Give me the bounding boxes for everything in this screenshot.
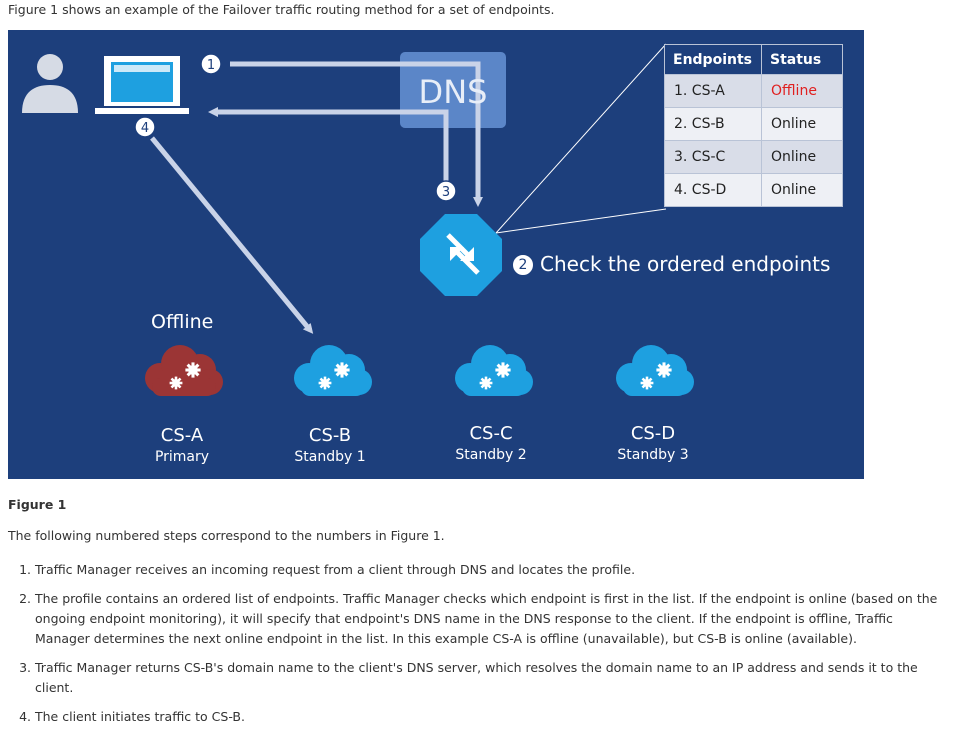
connector-line	[495, 43, 667, 234]
step-badge-2: 2	[512, 254, 534, 276]
endpoint-cell: 2. CS-B	[664, 107, 762, 141]
status-cell: Online	[761, 140, 843, 174]
cloud-cs-b	[294, 345, 372, 396]
dns-label: DNS	[419, 73, 488, 111]
service-role: Standby 3	[617, 447, 689, 463]
step-badge-4: 4	[134, 116, 156, 138]
table-row: 4. CS-D Online	[664, 173, 843, 207]
service-role: Standby 1	[294, 449, 366, 465]
step-badge-1: 1	[200, 53, 222, 75]
status-cell: Offline	[761, 74, 843, 108]
arrow-step-4	[150, 136, 314, 334]
endpoints-table: Endpoints Status 1. CS-A Offline 2. CS-B…	[664, 44, 843, 207]
cloud-cs-c	[455, 345, 533, 396]
list-item: The profile contains an ordered list of …	[35, 589, 945, 649]
service-name: CS-D	[630, 423, 676, 444]
steps-intro: The following numbered steps correspond …	[8, 528, 445, 543]
failover-diagram: 1 4 3 DNS Endpoints Status 1. CS-A Offli…	[8, 30, 864, 479]
table-header-endpoints: Endpoints	[664, 44, 762, 75]
check-endpoints-text: Check the ordered endpoints	[540, 252, 831, 276]
arrow-step-3	[208, 107, 449, 190]
svg-text:4: 4	[141, 121, 149, 136]
status-cell: Online	[761, 107, 843, 141]
svg-text:3: 3	[442, 185, 450, 200]
list-item: Traffic Manager returns CS-B's domain na…	[35, 658, 945, 698]
diagram-canvas: 1 4 3 DNS	[22, 43, 694, 396]
table-row: 3. CS-C Online	[664, 140, 843, 174]
list-item: The client initiates traffic to CS-B.	[35, 707, 945, 727]
table-header-status: Status	[761, 44, 843, 75]
list-item: Traffic Manager receives an incoming req…	[35, 560, 945, 580]
status-cell: Online	[761, 173, 843, 207]
service-role: Standby 2	[455, 447, 527, 463]
intro-text: Figure 1 shows an example of the Failove…	[8, 2, 555, 17]
steps-list: Traffic Manager receives an incoming req…	[0, 560, 945, 736]
service-role: Primary	[154, 449, 210, 465]
arrow-step-1	[230, 61, 483, 207]
endpoint-cell: 1. CS-A	[664, 74, 762, 108]
table-row: 2. CS-B Online	[664, 107, 843, 141]
check-endpoints-label: 2 Check the ordered endpoints	[512, 252, 830, 276]
laptop-icon	[95, 56, 189, 114]
table-row: 1. CS-A Offline	[664, 74, 843, 108]
connector-line	[495, 208, 667, 234]
service-name: CS-A	[160, 425, 204, 446]
endpoint-cell: 4. CS-D	[664, 173, 762, 207]
service-name: CS-C	[469, 423, 513, 444]
figure-caption: Figure 1	[8, 497, 67, 512]
user-icon	[22, 54, 78, 113]
cloud-cs-d	[616, 345, 694, 396]
offline-label: Offline	[151, 311, 214, 333]
endpoint-cell: 3. CS-C	[664, 140, 762, 174]
cloud-cs-a	[145, 345, 223, 396]
traffic-manager-icon	[420, 214, 502, 296]
service-name: CS-B	[308, 425, 352, 446]
step-badge-3: 3	[435, 180, 457, 202]
svg-text:1: 1	[207, 58, 215, 73]
